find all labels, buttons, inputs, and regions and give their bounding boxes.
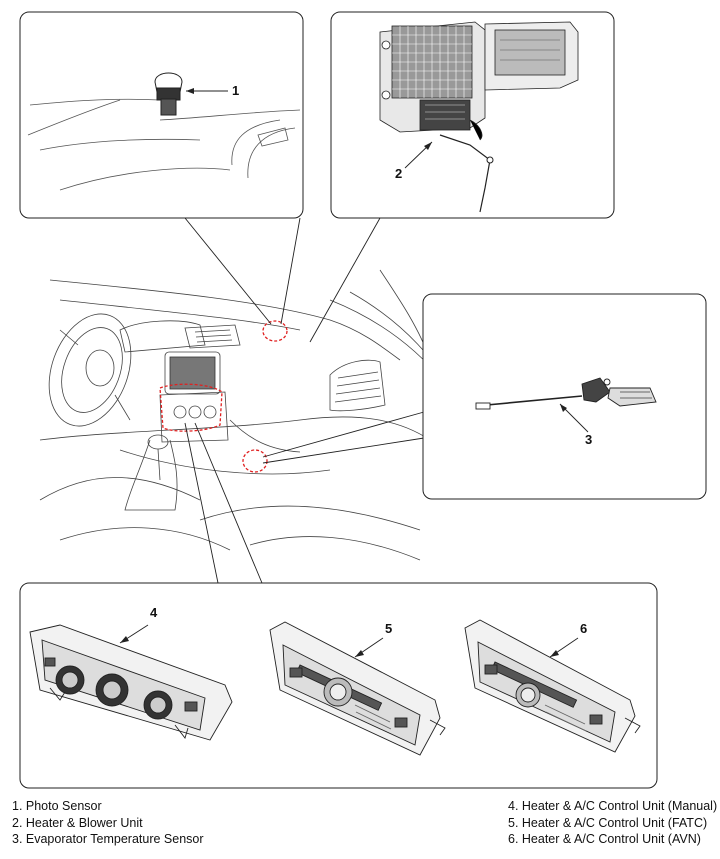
control-unit-location-mark <box>159 383 223 432</box>
legend-item-photo-sensor: 1. Photo Sensor <box>12 799 102 813</box>
component-location-diagram: 1 2 <box>19 11 707 789</box>
callout-5: 5 <box>385 621 392 636</box>
callout-6: 6 <box>580 621 587 636</box>
callout-1: 1 <box>232 83 239 98</box>
legend-item-control-unit-manual: 4. Heater & A/C Control Unit (Manual) <box>508 799 718 813</box>
heater-blower-unit-part <box>379 21 579 141</box>
callout-2: 2 <box>395 166 402 181</box>
evaporator-sensor-panel: 3 <box>422 293 707 500</box>
callout-4: 4 <box>150 605 158 620</box>
photo-sensor-location-mark <box>262 320 288 342</box>
evaporator-sensor-location-mark <box>242 449 268 473</box>
evaporator-sensor-part <box>475 377 657 410</box>
callout-3: 3 <box>585 432 592 447</box>
photo-sensor-panel: 1 <box>19 11 304 219</box>
leader-lines <box>184 217 425 584</box>
heater-blower-panel: 2 <box>330 11 615 219</box>
legend-right: 4. Heater & A/C Control Unit (Manual) 5.… <box>508 798 717 848</box>
legend-item-evaporator-sensor: 3. Evaporator Temperature Sensor <box>12 832 204 846</box>
control-unit-manual <box>29 624 233 741</box>
photo-sensor-part <box>154 72 183 116</box>
legend-item-heater-blower-unit: 2. Heater & Blower Unit <box>12 815 143 830</box>
dashboard-illustration <box>39 269 471 561</box>
highlight-marks <box>159 320 288 473</box>
legend-item-control-unit-fatc: 5. Heater & A/C Control Unit (FATC) <box>508 815 708 830</box>
legend-left: 1. Photo Sensor 2. Heater & Blower Unit … <box>12 798 204 848</box>
control-unit-fatc <box>269 621 446 756</box>
legend-item-control-unit-avn: 6. Heater & A/C Control Unit (AVN) <box>508 832 701 846</box>
control-unit-avn <box>464 619 641 753</box>
control-units-panel: 4 5 6 <box>19 582 658 789</box>
